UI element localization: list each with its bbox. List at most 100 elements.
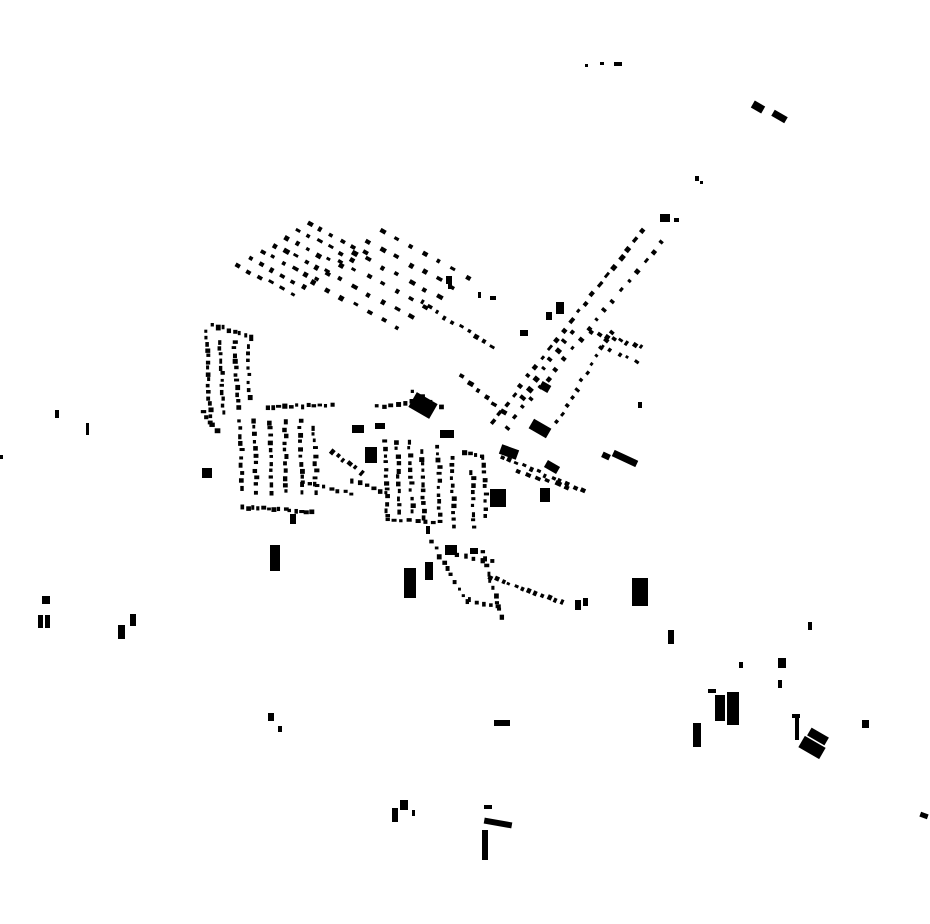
building: [546, 356, 553, 363]
building: [511, 413, 518, 420]
building: [563, 484, 570, 491]
building: [452, 580, 457, 585]
building: [312, 481, 317, 487]
building: [807, 727, 829, 746]
building: [269, 454, 274, 458]
building: [327, 243, 334, 250]
building: [270, 545, 280, 571]
building: [220, 403, 225, 408]
building: [205, 372, 211, 377]
building: [379, 280, 386, 286]
building: [301, 404, 305, 410]
building: [594, 353, 599, 358]
building: [408, 262, 415, 270]
building: [450, 469, 455, 473]
building: [795, 718, 799, 740]
building: [499, 408, 508, 416]
building: [674, 218, 679, 222]
building: [385, 502, 390, 507]
building: [219, 358, 223, 364]
building: [520, 330, 528, 336]
building: [542, 473, 547, 479]
building: [524, 472, 532, 478]
building: [452, 524, 456, 529]
building: [420, 475, 425, 479]
building: [288, 405, 294, 409]
building: [552, 597, 558, 604]
building: [407, 243, 414, 250]
building: [420, 299, 425, 305]
building: [410, 503, 416, 508]
building: [220, 371, 225, 375]
building: [206, 365, 210, 370]
building: [430, 520, 436, 525]
building: [130, 614, 136, 626]
building: [287, 508, 291, 513]
building: [426, 303, 433, 310]
building: [247, 372, 252, 376]
building: [437, 519, 443, 523]
building: [506, 581, 511, 586]
building: [364, 255, 372, 262]
building: [472, 525, 477, 529]
building: [218, 352, 223, 356]
building: [383, 474, 388, 478]
building: [538, 381, 552, 393]
building: [466, 380, 475, 388]
building: [408, 488, 412, 492]
building: [422, 508, 427, 514]
building: [528, 466, 535, 473]
building: [205, 383, 210, 388]
building: [222, 410, 226, 415]
building: [371, 486, 377, 491]
building: [421, 468, 425, 472]
building: [650, 249, 658, 256]
building: [298, 447, 303, 452]
building: [618, 286, 624, 293]
building: [292, 252, 299, 258]
building: [798, 735, 826, 760]
building: [42, 596, 50, 604]
building: [617, 352, 623, 358]
building: [86, 423, 89, 435]
building: [391, 518, 397, 522]
building: [234, 262, 241, 269]
building: [494, 575, 501, 582]
building: [283, 461, 287, 466]
building: [575, 600, 581, 610]
building: [362, 249, 369, 256]
building: [435, 258, 441, 264]
building: [393, 270, 400, 277]
building: [384, 481, 390, 486]
building: [483, 394, 491, 401]
building: [252, 468, 258, 474]
building: [284, 433, 289, 439]
building: [623, 340, 630, 347]
building: [337, 262, 345, 270]
building: [210, 322, 214, 327]
building: [337, 275, 343, 282]
building: [284, 454, 289, 459]
building: [668, 630, 674, 644]
building: [445, 545, 457, 555]
building: [206, 389, 211, 394]
building: [209, 422, 215, 427]
building: [396, 481, 401, 487]
building: [267, 420, 272, 426]
building: [568, 316, 576, 325]
building: [215, 324, 221, 331]
building: [379, 227, 387, 235]
building: [543, 460, 561, 474]
building: [484, 563, 490, 568]
building: [282, 427, 287, 433]
building: [305, 233, 311, 239]
building: [323, 268, 331, 274]
building: [352, 464, 358, 470]
building: [298, 454, 303, 458]
building: [397, 496, 400, 502]
building: [489, 418, 497, 425]
building: [269, 490, 274, 496]
building: [601, 451, 611, 461]
building: [531, 363, 539, 371]
building: [470, 548, 478, 554]
